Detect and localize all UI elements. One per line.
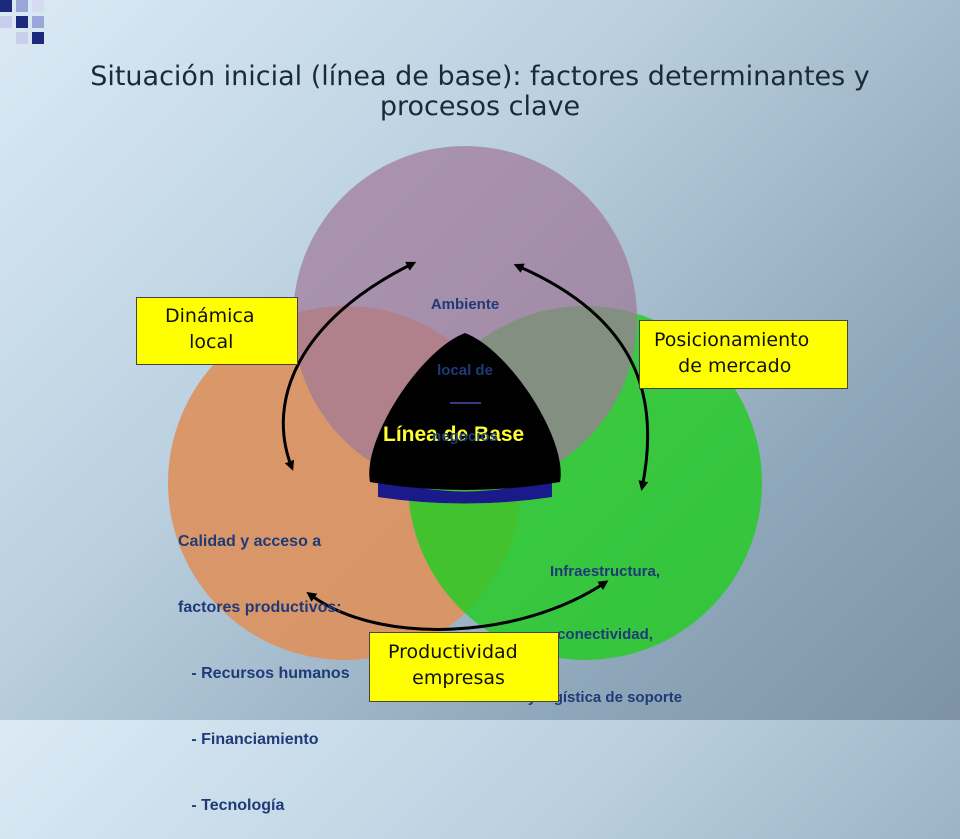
venn-diagram xyxy=(168,146,762,660)
left-circle-label: Calidad y acceso a factores productivos:… xyxy=(178,533,350,814)
box-dinamica-local: Dinámica local xyxy=(136,297,298,365)
arrow-right xyxy=(513,263,650,491)
arrow-bottom xyxy=(306,580,609,631)
right-circle-label: Infraestructura, conectividad, y logísti… xyxy=(527,563,683,706)
arrow-left xyxy=(281,261,417,471)
center-base xyxy=(378,478,552,504)
page-title: Situación inicial (línea de base): facto… xyxy=(90,61,870,122)
corner-decoration xyxy=(0,0,80,60)
box-productividad: Productividad empresas xyxy=(369,632,559,702)
box-posicionamiento: Posicionamiento de mercado xyxy=(639,320,848,389)
top-circle-label: Ambiente local de negocios xyxy=(430,296,500,445)
center-triangle xyxy=(369,333,561,490)
center-label: Línea de Base xyxy=(383,423,525,446)
